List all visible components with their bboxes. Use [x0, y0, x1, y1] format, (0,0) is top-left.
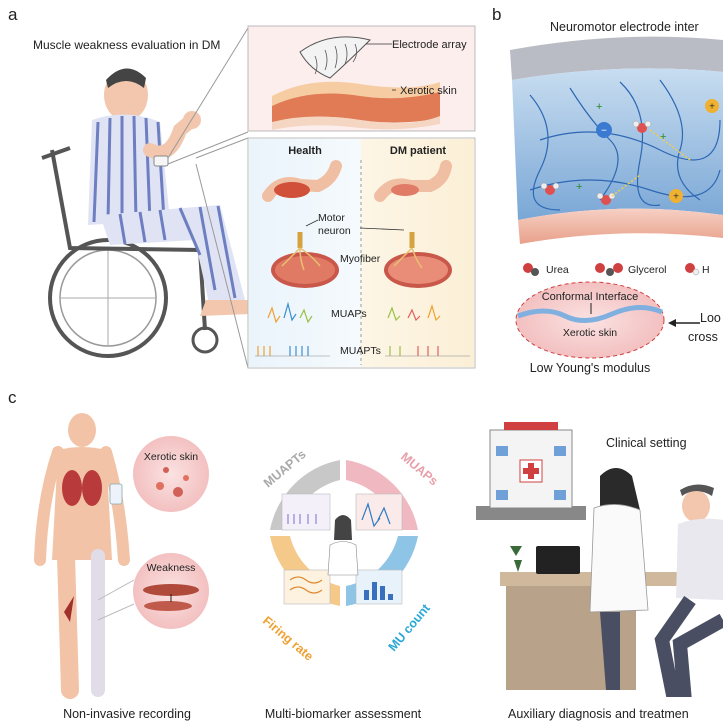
panel-a-letter: a — [8, 5, 18, 24]
svg-text:+: + — [673, 192, 679, 203]
caption-auxiliary: Auxiliary diagnosis and treatmen — [508, 707, 689, 721]
xerotic-skin-label-c: Xerotic skin — [144, 451, 198, 463]
panel-c-letter: c — [8, 388, 17, 407]
myofiber-label: Myofiber — [340, 253, 381, 265]
motor-neuron-label-line1: Motor — [318, 212, 345, 224]
weakness-magnifier: Weakness — [97, 553, 209, 629]
clinical-setting-illustration: Clinical setting — [476, 422, 723, 697]
water-icon — [685, 263, 695, 273]
biomarker-ring: MUAPTs MUAPs Firing rate MU count — [260, 447, 441, 664]
dm-patient-label: DM patient — [390, 145, 447, 157]
clinical-setting-label: Clinical setting — [606, 436, 687, 450]
urea-icon — [523, 263, 533, 273]
svg-text:+: + — [596, 101, 602, 113]
loose-label-line1: Loo — [700, 311, 721, 325]
muaps-label: MUAPs — [331, 308, 367, 320]
molecule-legend: Urea Glycerol H — [523, 263, 710, 276]
svg-text:+: + — [576, 181, 582, 193]
svg-text:+: + — [709, 102, 715, 113]
panel-a-title: Muscle weakness evaluation in DM — [33, 38, 220, 52]
electrode-array-label: Electrode array — [392, 39, 467, 51]
wheelchair-patient-illustration — [41, 68, 250, 358]
glycerol-icon — [595, 263, 605, 273]
panel-a: a Muscle weakness evaluation in DM — [8, 5, 476, 369]
svg-text:+: + — [660, 131, 666, 143]
muapts-label: MUAPTs — [340, 345, 381, 357]
zoom-lines — [167, 27, 249, 369]
caption-multi-biomarker: Multi-biomarker assessment — [265, 707, 422, 721]
panel-b-letter: b — [492, 5, 501, 24]
low-modulus-label: Low Young's modulus — [530, 361, 651, 375]
conformal-interface-diagram: Conformal Interface Xerotic skin Low You… — [515, 281, 721, 375]
svg-text:−: − — [601, 126, 607, 137]
legend-glycerol: Glycerol — [628, 264, 667, 276]
caption-non-invasive: Non-invasive recording — [63, 707, 191, 721]
weakness-label: Weakness — [147, 562, 196, 574]
panel-c: c Xerotic skin Weakness — [8, 388, 723, 721]
xerotic-skin-label-b: Xerotic skin — [563, 327, 617, 339]
loose-label-line2: cross — [688, 330, 718, 344]
xerotic-skin-magnifier: Xerotic skin — [133, 436, 209, 512]
ring-label-mu-count: MU count — [386, 601, 434, 654]
legend-h: H — [702, 264, 710, 276]
panel-b: b Neuromotor electrode inter − + + + + + — [492, 5, 723, 375]
legend-urea: Urea — [546, 264, 569, 276]
panel-b-title: Neuromotor electrode inter — [550, 20, 699, 34]
human-body-illustration — [34, 413, 130, 699]
xerotic-skin-label-a: Xerotic skin — [400, 85, 457, 97]
electrode-skin-inset: Electrode array Xerotic skin — [247, 25, 476, 132]
ring-label-firing-rate: Firing rate — [260, 614, 316, 664]
motor-neuron-label-line2: neuron — [318, 225, 351, 237]
health-dm-inset: Health DM patient Motor neuron Myofi — [247, 137, 476, 369]
hydrogel-interface-illustration: − + + + + + — [510, 36, 723, 244]
ring-label-muaps: MUAPs — [398, 450, 441, 489]
health-label: Health — [288, 145, 322, 157]
conformal-interface-label: Conformal Interface — [542, 291, 639, 303]
